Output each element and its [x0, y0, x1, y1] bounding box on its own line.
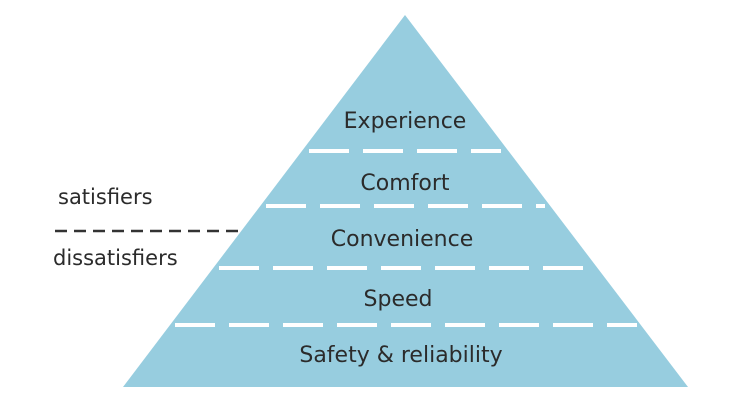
pyramid-shape [123, 15, 688, 387]
satisfiers-label: satisfiers [58, 185, 153, 209]
tier-label-safety-reliability: Safety & reliability [299, 343, 502, 368]
tier-label-convenience: Convenience [331, 227, 473, 252]
tier-label-experience: Experience [344, 109, 467, 134]
tier-label-comfort: Comfort [360, 171, 450, 196]
dissatisfiers-label: dissatisfiers [53, 246, 178, 270]
tier-label-speed: Speed [364, 287, 433, 312]
